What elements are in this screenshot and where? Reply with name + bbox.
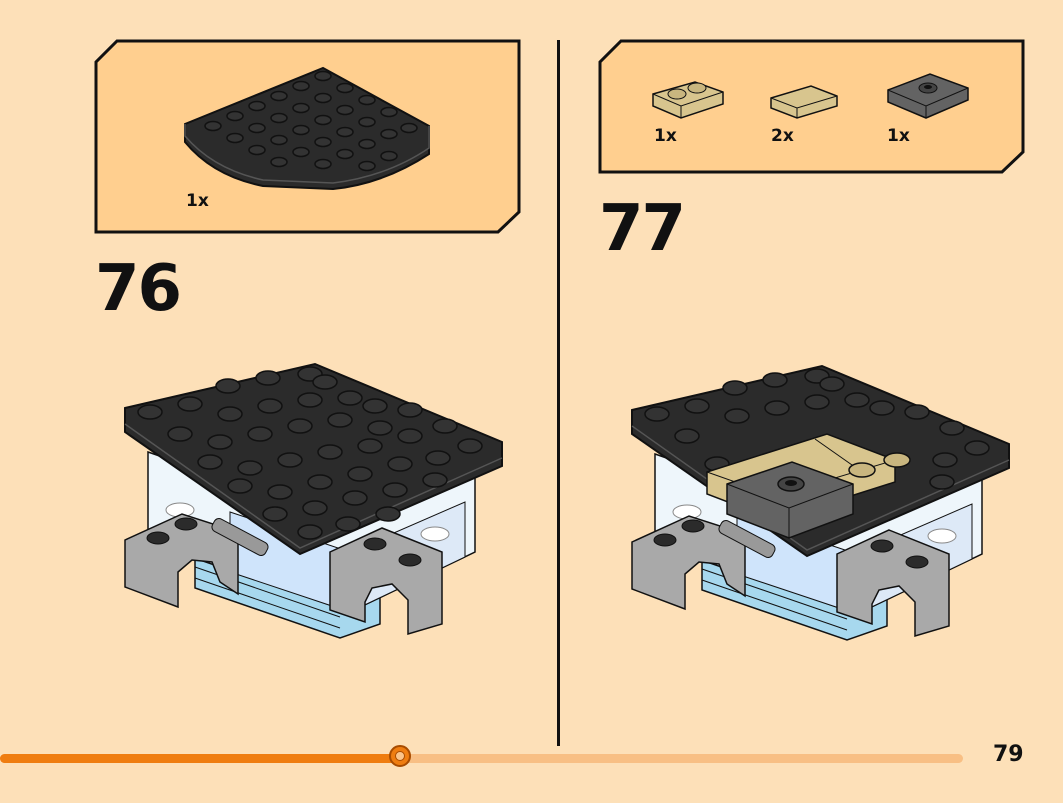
step-77-model-illustration <box>631 364 1010 641</box>
part-quantity: 1x <box>186 191 209 211</box>
step-divider <box>557 40 560 746</box>
parts-callout-step-77: 1x 2x 1x <box>598 39 1025 174</box>
step-76-model-illustration <box>124 362 503 639</box>
page-number: 79 <box>993 742 1024 767</box>
step-number: 77 <box>599 192 686 266</box>
progress-fill <box>0 754 400 763</box>
tan-plate-1x2-icon <box>652 81 724 119</box>
black-corner-plate-icon <box>184 66 430 191</box>
part-quantity: 1x <box>654 126 677 146</box>
part-quantity: 2x <box>771 126 794 146</box>
parts-callout-step-76: 1x <box>94 39 521 234</box>
progress-knob-icon <box>389 745 411 767</box>
dark-gray-jumper-plate-icon <box>887 73 969 119</box>
tan-tile-1x2-icon <box>770 85 838 119</box>
progress-track <box>0 754 963 763</box>
step-number: 76 <box>95 252 182 326</box>
part-quantity: 1x <box>887 126 910 146</box>
